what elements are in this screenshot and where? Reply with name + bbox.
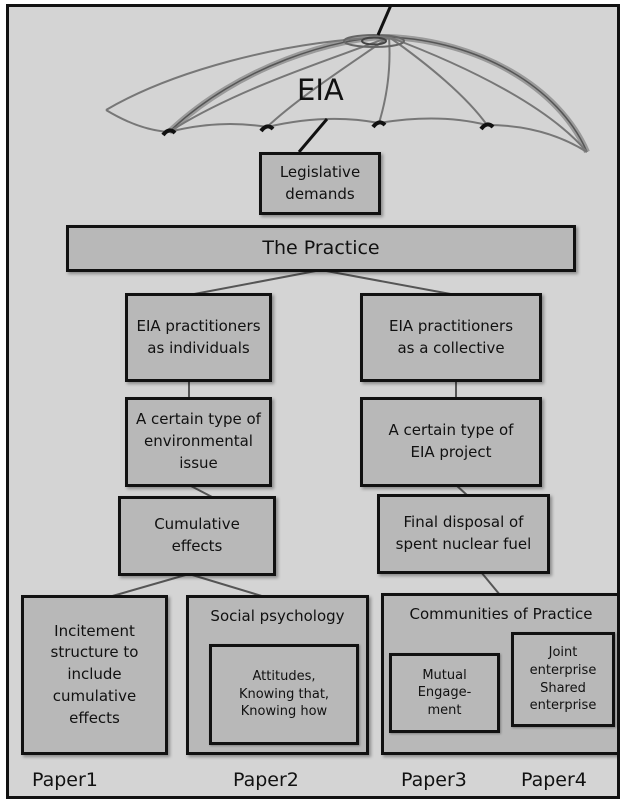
attitudes-box: Attitudes, Knowing that, Knowing how — [209, 644, 359, 745]
mutual-engagement-box: Mutual Engage- ment — [389, 653, 500, 733]
paper3-label: Paper3 — [401, 769, 467, 791]
paper4-label: Paper4 — [521, 769, 587, 791]
connector-cumulative-incitement — [108, 573, 190, 598]
cumulative-effects-box: Cumulative effects — [118, 496, 276, 576]
practitioners-collective-box: EIA practitioners as a collective — [360, 293, 542, 382]
incitement-structure-box: Incitement structure to include cumulati… — [21, 595, 168, 755]
connector-lines — [108, 269, 501, 598]
connector-disposal-communities — [480, 571, 501, 596]
joint-enterprise-box: Joint enterprise Shared enterprise — [511, 632, 615, 727]
eia-umbrella-label: EIA — [297, 73, 344, 107]
connector-practice-collective — [320, 269, 457, 296]
connector-cumulative-social — [188, 573, 266, 598]
social-psychology-label: Social psychology — [210, 607, 345, 625]
practitioners-individuals-box: EIA practitioners as individuals — [125, 293, 272, 382]
legislative-demands-box: Legislative demands — [259, 152, 381, 215]
eia-project-box: A certain type of EIA project — [360, 397, 542, 487]
connector-practice-individuals — [188, 269, 322, 296]
connector-layer — [105, 7, 590, 598]
umbrella-icon — [105, 7, 590, 154]
diagram-frame: EIA Legislative demands The Practice EIA… — [6, 4, 620, 799]
connector-issue-cumulative — [188, 484, 215, 499]
the-practice-box: The Practice — [66, 225, 576, 272]
paper1-label: Paper1 — [32, 769, 98, 791]
communities-of-practice-label: Communities of Practice — [409, 605, 593, 623]
paper2-label: Paper2 — [233, 769, 299, 791]
environmental-issue-box: A certain type of environmental issue — [125, 397, 272, 487]
final-disposal-box: Final disposal of spent nuclear fuel — [377, 494, 550, 574]
